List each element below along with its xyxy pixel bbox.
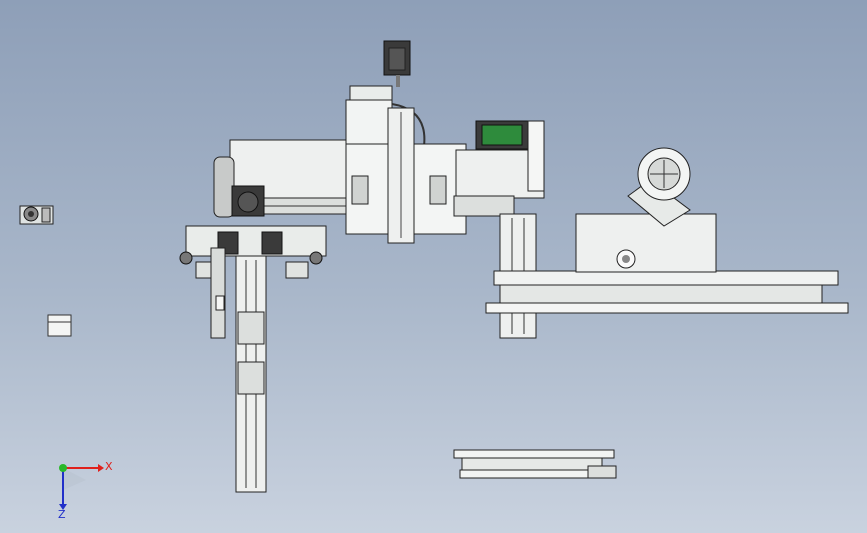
bottom-plate-part[interactable] — [453, 449, 617, 479]
small-bracket-part[interactable] — [19, 205, 54, 225]
left-gripper-assembly[interactable] — [179, 185, 327, 339]
y-axis-indicator — [59, 464, 67, 472]
vertical-rail[interactable] — [235, 255, 267, 493]
small-block-part[interactable] — [47, 314, 72, 337]
x-axis-label: X — [105, 460, 113, 473]
z-axis-module[interactable] — [345, 85, 426, 147]
y-axis-beam[interactable] — [453, 120, 545, 217]
coordinate-triad: X Z — [58, 460, 113, 521]
top-small-motor[interactable] — [383, 40, 411, 87]
center-carriage[interactable] — [345, 107, 467, 244]
right-platform[interactable] — [485, 213, 849, 314]
fan-unit[interactable] — [627, 147, 691, 227]
z-axis-label: Z — [58, 508, 66, 521]
